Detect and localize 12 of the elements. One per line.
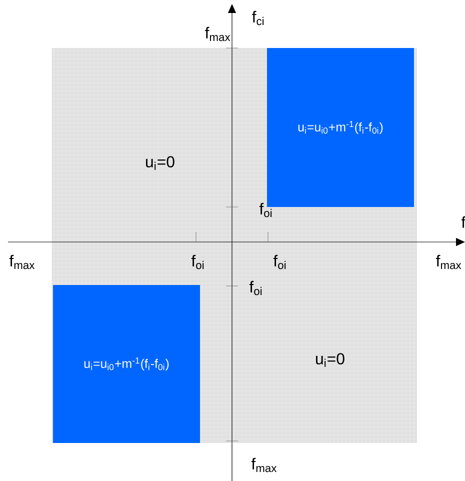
axis-label: f$_{oi}$ [249,280,262,296]
axis-label: f$_{oi}$ [191,254,204,270]
axis-label: f$_{max}$ [9,254,35,270]
region-label: u$_{i}$=0 [146,156,174,170]
axis-label: f$_{max}$ [251,458,277,472]
axis-label: f$_{max}$ [205,26,230,42]
axis-label: f$_{ci}$ [252,10,264,26]
axis-label: f$_{max}$ [436,254,462,270]
region-label: u$_{i}$=0 [316,353,344,367]
formula-box: u$_{i}$=u$_{i0}$+m$^{-1}$(f$_{i}$-f$_{0i}$) [53,285,200,443]
formula-box: u$_{i}$=u$_{i0}$+m$^{-1}$(f$_{i}$-f$_{0i}$) [267,48,414,207]
axis-label: f$_{oi}$ [273,254,286,270]
